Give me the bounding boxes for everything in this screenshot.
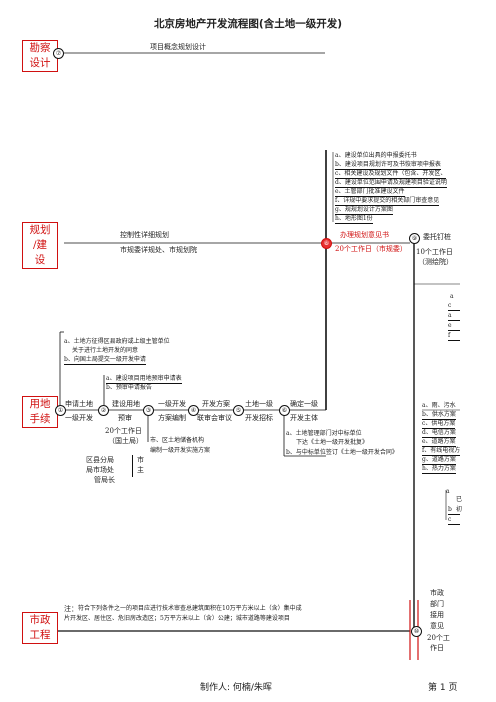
node-4[interactable]: ④ [188,405,199,416]
right-list-e: e、道路方案 [422,438,456,447]
land-step2-time1: 20个工作日 [105,427,142,435]
land-step1-sub: 一级开发 [65,414,93,422]
planning-material-f: f、详规中要求提交的相关部门审查意见 [335,197,440,206]
land-step3-sub: 方案编制 [158,414,186,422]
right-list-f: f、有线电视方 [422,447,461,456]
right-list-b: b、供水方案 [422,411,456,420]
dept-municipal: 市政 工程 [22,612,58,644]
land-contract-b: b、与中标单位签订《土地一级开发合同》 [286,449,398,456]
planning-side-a2: a [448,312,460,321]
land-step2: 建设用地 [112,400,140,408]
land-step2-sub: 预审 [118,414,132,422]
node-8-planning[interactable]: ⑧ [321,238,332,249]
planning-control-plan: 控制性详细规划 [120,231,169,239]
node-7[interactable]: ⑦ [53,48,64,59]
land-step4-sub: 联审会审议 [197,414,232,422]
land-district-right-1: 市 [137,456,144,464]
node-1[interactable]: ① [55,405,66,416]
municipal-note-label: 注： [64,605,78,613]
land-district-3: 管局长 [94,476,115,484]
dept-municipal-label: 市政 工程 [29,614,51,641]
node-5[interactable]: ⑤ [233,405,244,416]
municipal-side-time1: 20个工 [427,634,450,642]
right-small-c: c [448,516,460,525]
land-step3-note2: 编制一级开发实施方案 [150,447,211,454]
right-small-a: a [446,488,450,495]
planning-material-d: d、建设单位范围申请及规建项目验证说明 [335,179,447,188]
planning-material-a: a、建设单位出具的申报委托书 [335,152,417,159]
right-small-text-1: 已 [456,496,463,503]
land-gov-material-a2: 关于进行土地开发的同意 [72,347,139,354]
dept-survey: 勘察 设计 [22,40,58,72]
land-step1: 申请土地 [65,400,93,408]
footer-author: 制作人: 何楠/朱晖 [200,683,272,693]
planning-material-h: h、地形图1份 [335,215,373,224]
right-list-d: d、电信方案 [422,429,456,438]
planning-opinion-sub: 20个工作日（市规委） [335,245,407,253]
land-step3-note1: 市、区土地储备机构 [150,437,205,444]
planning-side-e: e [448,322,460,331]
municipal-note-line2: 片开发区、居住区、危旧房改造区；5万平方米以上（含）公建；城市道路等建设项目 [64,615,290,622]
right-list-c: c、供电方案 [422,420,456,429]
footer-page: 第 1 页 [428,683,458,693]
planning-opinion-title: 办理规划意见书 [340,231,389,239]
land-preapply-b: b、预审申请报告 [106,384,152,391]
planning-side-a: a [450,293,454,300]
planning-side-f: f [448,332,460,341]
municipal-side-4: 意见 [430,622,444,630]
land-step5: 土地一级 [245,400,273,408]
district-divider [132,455,133,477]
planning-material-c: c、相关建设及规划文件（包含、开发区、 [335,170,447,179]
node-3[interactable]: ③ [143,405,154,416]
municipal-side-2: 部门 [430,600,444,608]
planning-entrust-sub2: （测绘院） [418,258,453,266]
municipal-note-line1: 符合下列条件之一的项目应进行技术审查总建筑面积在10万平方米以上（含）集中成 [78,605,302,612]
land-contract-a: a、土地管理部门对中标单位 [286,430,362,437]
land-preapply-a: a、建设项目用地预审申请表 [106,375,182,384]
land-contract-a2: 下达《土地一级开发批复》 [296,439,369,446]
land-district-right-2: 主 [137,466,144,474]
planning-side-c: c [448,302,460,311]
planning-material-e: e、土管部门批准建设文件 [335,188,405,197]
land-step3: 一级开发 [158,400,186,408]
planning-entrust: 委托钉桩 [423,233,451,241]
right-list-a: a、雨、污水 [422,402,456,409]
municipal-side-1: 市政 [430,589,444,597]
municipal-side-3: 接用 [430,611,444,619]
land-step4: 开发方案 [202,400,230,408]
dept-planning: 规划 /建 设 [22,222,58,269]
planning-material-b: b、建设项目规划许可及书恢审项申报表 [335,161,441,170]
node-10[interactable]: ⑩ [411,626,422,637]
land-step6-sub: 开发主体 [290,414,318,422]
node-2[interactable]: ② [98,405,109,416]
survey-project-design: 项目概念规划设计 [150,43,206,51]
page-title: 北京房地产开发流程图(含土地一级开发) [153,18,343,30]
node-9[interactable]: ⑨ [409,233,420,244]
node-6[interactable]: ⑥ [279,405,290,416]
right-small-text-2: 初 [456,506,463,513]
dept-survey-label: 勘察 设计 [29,42,51,69]
planning-control-plan-sub: 市规委详规处、市规划院 [120,246,197,254]
right-list-h: h、热力方案 [422,465,456,474]
land-step6: 确定一级 [290,400,318,408]
land-district-1: 区县分局 [86,456,114,464]
planning-entrust-sub1: 10个工作日 [416,248,453,256]
land-gov-material-a: a、土地方征得区县政府或上级主管单位 [64,338,170,345]
land-gov-material-b: b、向国土局提交一级开发申请 [64,356,146,365]
land-step5-sub: 开发招标 [245,414,273,422]
dept-land-label: 用地 手续 [29,398,51,425]
dept-land: 用地 手续 [22,396,58,428]
municipal-side-time2: 作日 [430,644,444,652]
land-district-2: 局市场处 [86,466,114,474]
dept-planning-label: 规划 /建 设 [29,224,51,266]
right-small-b: b [448,506,460,515]
land-step2-time2: （国土局） [108,437,143,445]
right-list-g: g、道路方案 [422,456,456,465]
planning-material-g: g、规规划设计方案图 [335,206,393,215]
